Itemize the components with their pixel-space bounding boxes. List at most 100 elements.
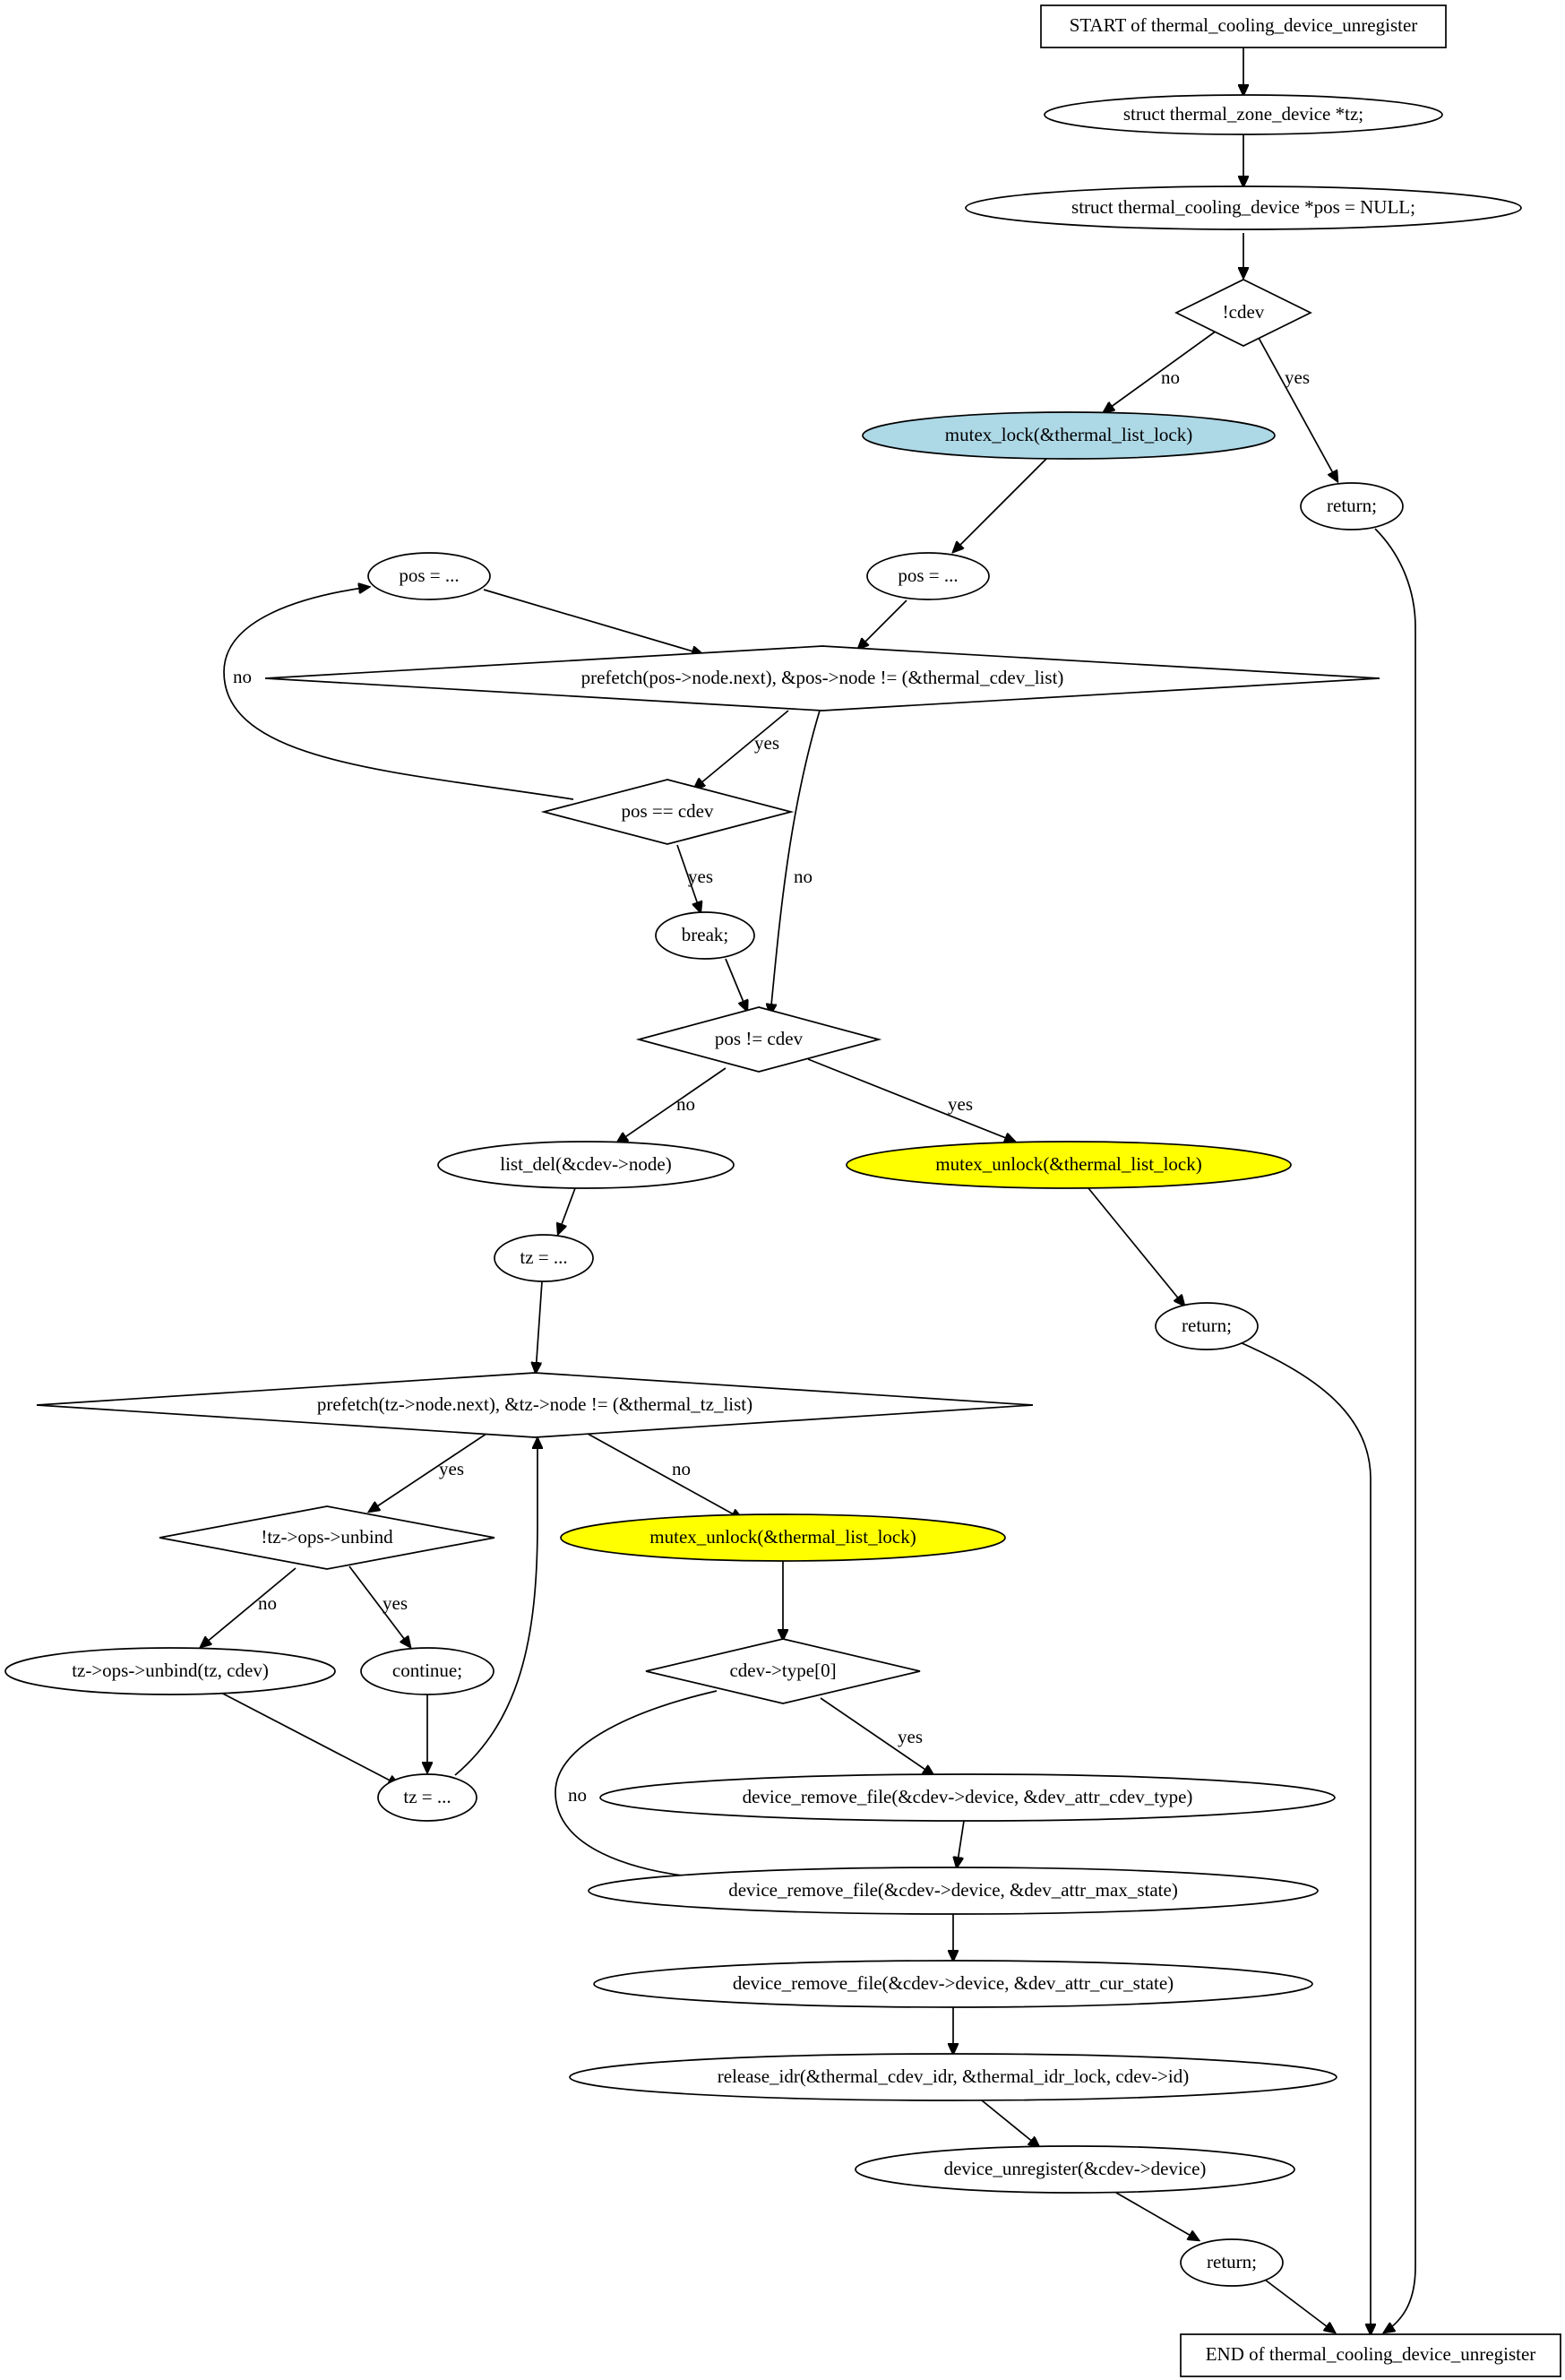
- node-tz-next: tz = ...: [377, 1773, 477, 1822]
- node-decl-pos: struct thermal_cooling_device *pos = NUL…: [965, 185, 1522, 230]
- edge-cond-cdev-to-return1: [1258, 337, 1337, 481]
- edge-mutex-lock-to-pos-init: [953, 458, 1047, 552]
- edge-pos-ne-to-list-del: [617, 1067, 727, 1143]
- edge-label-loop1-no: no: [794, 866, 813, 887]
- edge-cond-cdev-to-mutex-lock: [1104, 330, 1217, 412]
- edge-pos-init-to-loop1: [858, 599, 907, 649]
- node-cond-type-label: cdev->type[0]: [729, 1660, 836, 1681]
- edge-return3-to-end: [1260, 2276, 1335, 2333]
- edge-tz-init-to-loop2: [536, 1281, 543, 1373]
- node-return2: return;: [1155, 1302, 1259, 1350]
- edge-loop1-to-pos-ne: [770, 710, 821, 1014]
- node-return2-label: return;: [1182, 1315, 1232, 1336]
- node-release-idr-label: release_idr(&thermal_cdev_idr, &thermal_…: [718, 2065, 1189, 2087]
- edge-loop1-to-pos-eq: [694, 710, 789, 789]
- node-list-del: list_del(&cdev->node): [437, 1141, 735, 1189]
- node-mutex-unlock2-label: mutex_unlock(&thermal_list_lock): [649, 1526, 916, 1548]
- node-loop1-cond-label: prefetch(pos->node.next), &pos->node != …: [581, 667, 1064, 688]
- nodes: START of thermal_cooling_device_unregist…: [4, 4, 1561, 2377]
- node-cond-unbind-label: !tz->ops->unbind: [261, 1526, 393, 1548]
- edge-release-idr-to-dev-unreg: [981, 2100, 1039, 2147]
- node-pos-ne-cdev-label: pos != cdev: [715, 1028, 804, 1049]
- node-return1-label: return;: [1327, 495, 1377, 516]
- node-pos-init-label: pos = ...: [898, 565, 958, 586]
- edge-unbind-call-to-tz-next: [219, 1691, 399, 1785]
- edge-label-cdev-no: no: [1161, 366, 1180, 388]
- edge-cond-type-to-rm-max: [555, 1690, 717, 1879]
- node-mutex-lock: mutex_lock(&thermal_list_lock): [862, 411, 1276, 460]
- edge-label-type-no: no: [568, 1784, 587, 1806]
- edge-tz-next-to-loop2: [454, 1438, 537, 1776]
- node-rm-max-label: device_remove_file(&cdev->device, &dev_a…: [728, 1879, 1178, 1901]
- node-tz-next-label: tz = ...: [403, 1786, 451, 1807]
- node-rm-type: device_remove_file(&cdev->device, &dev_a…: [599, 1773, 1336, 1822]
- node-rm-cur: device_remove_file(&cdev->device, &dev_a…: [593, 1960, 1313, 2008]
- edges: [201, 47, 1416, 2334]
- node-tz-init: tz = ...: [494, 1234, 594, 1282]
- node-decl-pos-label: struct thermal_cooling_device *pos = NUL…: [1071, 196, 1415, 218]
- node-dev-unreg-label: device_unregister(&cdev->device): [944, 2158, 1207, 2179]
- edge-return2-to-end: [1239, 1341, 1371, 2334]
- node-tz-init-label: tz = ...: [520, 1246, 567, 1268]
- edge-cond-unbind-to-continue: [348, 1565, 410, 1647]
- edge-label-unbind-no: no: [258, 1592, 277, 1614]
- edge-label-loop2-yes: yes: [439, 1458, 464, 1479]
- node-loop1-cond: prefetch(pos->node.next), &pos->node != …: [264, 645, 1380, 711]
- node-loop2-cond-label: prefetch(tz->node.next), &tz->node != (&…: [317, 1393, 752, 1415]
- edge-loop2-to-mutex-unlock2: [587, 1433, 742, 1519]
- node-continue: continue;: [360, 1647, 494, 1695]
- node-decl-tz-label: struct thermal_zone_device *tz;: [1123, 103, 1363, 125]
- node-pos-next-label: pos = ...: [399, 565, 459, 586]
- edge-labels: no yes no yes no yes no yes yes no no ye…: [233, 366, 1310, 1806]
- edge-label-cdev-yes: yes: [1285, 366, 1310, 388]
- edge-label-ne-no: no: [676, 1093, 695, 1115]
- node-pos-eq-cdev: pos == cdev: [540, 779, 795, 845]
- edge-label-loop1-no-back: no: [233, 666, 252, 687]
- node-mutex-unlock1-label: mutex_unlock(&thermal_list_lock): [935, 1153, 1201, 1175]
- node-cond-unbind: !tz->ops->unbind: [159, 1505, 495, 1570]
- edge-cond-unbind-to-unbind-call: [201, 1567, 297, 1647]
- node-break-label: break;: [682, 924, 728, 945]
- edge-list-del-to-tz-init: [558, 1187, 576, 1234]
- edge-rm-type-to-rm-max: [957, 1820, 965, 1867]
- edge-break-to-pos-ne: [725, 958, 747, 1011]
- node-start: START of thermal_cooling_device_unregist…: [1040, 4, 1447, 48]
- node-mutex-lock-label: mutex_lock(&thermal_list_lock): [945, 424, 1192, 445]
- node-cond-cdev-label: !cdev: [1223, 301, 1265, 323]
- node-release-idr: release_idr(&thermal_cdev_idr, &thermal_…: [569, 2053, 1337, 2101]
- node-rm-cur-label: device_remove_file(&cdev->device, &dev_a…: [733, 1972, 1174, 1994]
- edge-pos-eq-to-break: [676, 844, 701, 912]
- node-continue-label: continue;: [392, 1660, 462, 1681]
- node-list-del-label: list_del(&cdev->node): [500, 1153, 671, 1175]
- edge-label-loop2-no: no: [672, 1458, 691, 1479]
- edge-loop2-to-cond-unbind: [369, 1433, 487, 1512]
- node-unbind-call-label: tz->ops->unbind(tz, cdev): [72, 1660, 269, 1681]
- node-pos-ne-cdev: pos != cdev: [635, 1006, 882, 1073]
- edge-mutex-unlock1-to-return2: [1088, 1187, 1184, 1306]
- edge-label-unbind-yes: yes: [383, 1592, 408, 1614]
- node-return1: return;: [1300, 482, 1404, 530]
- edge-label-type-yes: yes: [898, 1726, 923, 1747]
- node-pos-next: pos = ...: [367, 552, 491, 600]
- node-mutex-unlock2: mutex_unlock(&thermal_list_lock): [560, 1513, 1006, 1562]
- node-loop2-cond: prefetch(tz->node.next), &tz->node != (&…: [36, 1372, 1034, 1438]
- node-decl-tz: struct thermal_zone_device *tz;: [1044, 94, 1443, 135]
- edge-pos-ne-to-mutex-unlock1: [807, 1058, 1015, 1142]
- node-end-label: END of thermal_cooling_device_unregister: [1206, 2343, 1536, 2365]
- node-cond-cdev: !cdev: [1174, 279, 1312, 347]
- node-rm-type-label: device_remove_file(&cdev->device, &dev_a…: [743, 1786, 1193, 1807]
- node-return3-label: return;: [1207, 2251, 1257, 2272]
- edge-return1-to-end: [1374, 528, 1416, 2333]
- node-break: break;: [655, 911, 755, 960]
- node-pos-init: pos = ...: [866, 552, 990, 600]
- edge-label-loop1-yes: yes: [754, 732, 779, 754]
- edge-dev-unreg-to-return3: [1115, 2192, 1199, 2240]
- node-unbind-call: tz->ops->unbind(tz, cdev): [4, 1647, 336, 1695]
- edge-label-ne-yes: yes: [948, 1093, 973, 1115]
- node-dev-unreg: device_unregister(&cdev->device): [855, 2145, 1295, 2194]
- node-pos-eq-cdev-label: pos == cdev: [621, 800, 714, 822]
- edge-pos-next-to-loop1: [483, 589, 702, 654]
- edge-cond-type-to-rm-type: [820, 1697, 933, 1775]
- node-end: END of thermal_cooling_device_unregister: [1180, 2333, 1561, 2377]
